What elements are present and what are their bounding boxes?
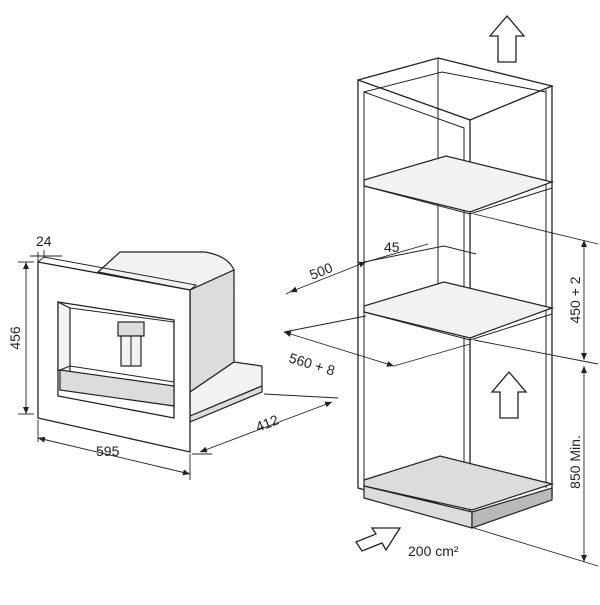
appliance-cavity-back	[69, 307, 175, 323]
dim-label-595: 595	[96, 443, 120, 459]
dim-label-456: 456	[7, 326, 23, 350]
appliance-bezel-edge	[37, 256, 198, 291]
dim-label-500: 500	[307, 259, 335, 283]
dim-label-45: 45	[384, 239, 400, 255]
coffee-spout	[117, 321, 145, 337]
drip-tray	[59, 369, 175, 407]
dim-label-450: 450 + 2	[567, 276, 583, 323]
cabinet-bottom-floor	[363, 455, 555, 511]
dim-label-412: 412	[253, 411, 281, 434]
niche-top-edge	[363, 245, 477, 263]
appliance-cavity-wall	[57, 301, 71, 373]
vent-arrow-top	[488, 14, 526, 63]
dim-label-24: 24	[36, 233, 52, 249]
cabinet-middle-shelf	[363, 281, 555, 339]
vent-area-label: 200 cm²	[408, 543, 459, 559]
cabinet-top	[357, 57, 555, 121]
cabinet-upper-shelf	[363, 155, 555, 213]
dim-label-560: 560 + 8	[287, 350, 337, 379]
cabinet-drawing: 500 45 560 + 8 450 + 2 850 Min. 200 cm²	[283, 14, 599, 567]
vent-arrow-inlet	[355, 527, 402, 552]
dim-label-850: 850 Min.	[567, 435, 583, 489]
vent-arrow-middle	[490, 370, 528, 419]
appliance-drawing: 24 456 595 412	[7, 233, 339, 480]
